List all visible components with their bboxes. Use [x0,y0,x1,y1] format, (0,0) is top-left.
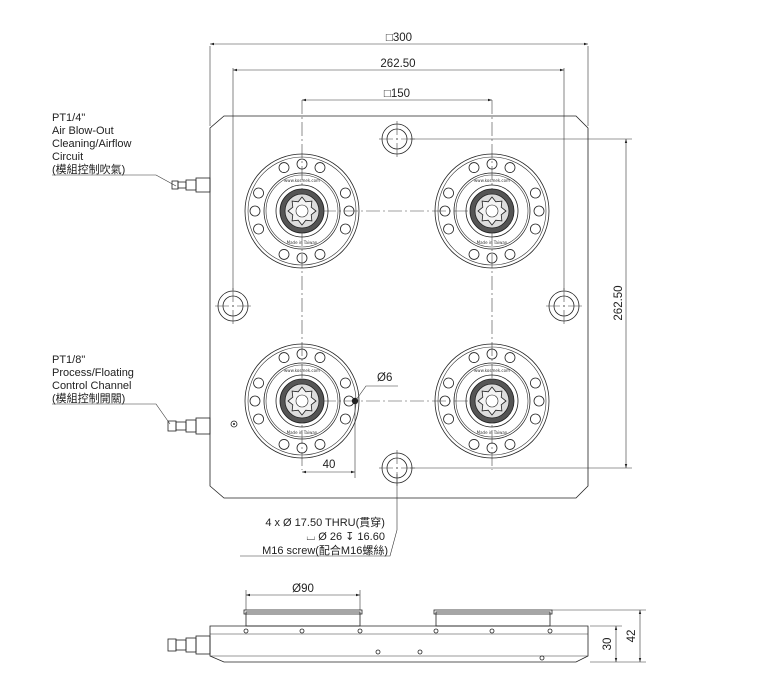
side-holes [243,628,553,661]
callout-mounting: 4 x Ø 17.50 THRU(貫穿) ⌴ Ø 26 ↧ 16.60 M16 … [262,515,388,557]
dim-height-body: 30 [602,638,614,651]
side-hole [433,628,439,634]
mounting-hole [546,288,582,324]
side-flange-right [435,611,551,627]
dim-height-total: 42 [626,630,638,643]
side-hole [547,628,553,634]
mounting-hole [215,288,251,324]
mounting-hole [379,121,415,157]
leader-pin [355,385,398,401]
side-body [209,625,589,663]
mounting-holes [215,121,582,486]
dim-pin-offset: 40 [323,459,336,471]
svg-text:www.kosmek.com: www.kosmek.com [284,368,320,373]
dim-module-spacing: □150 [384,88,410,100]
side-hole [375,649,381,655]
callout-process: PT1/8" Process/Floating Control Channel … [52,354,137,405]
side-flange-left [245,611,361,627]
side-view: Ø90 30 42 [167,583,646,663]
side-hole [299,628,305,634]
side-hole [417,649,423,655]
air-fitting-top [171,177,211,193]
leader-air-blow [52,174,177,187]
side-hole [539,655,545,661]
dim-flange-diameter: Ø90 [292,583,314,595]
side-flange-right-top [433,609,553,615]
side-fitting [167,635,211,655]
side-flange-left-top [243,609,363,615]
side-hole [489,628,495,634]
dim-pin-diameter: Ø6 [377,372,392,384]
svg-text:www.kosmek.com: www.kosmek.com [474,178,510,183]
base-plate [209,115,589,499]
svg-text:www.kosmek.com: www.kosmek.com [284,178,320,183]
side-hole [243,628,249,634]
svg-text:Made in Taiwan: Made in Taiwan [287,240,318,245]
leader-process [52,403,171,425]
dim-vertical-spacing: 262.50 [613,285,625,320]
svg-text:Made in Taiwan: Made in Taiwan [477,430,508,435]
dim-bolt-spacing: 262.50 [380,58,415,70]
dim-overall-square: □300 [386,32,412,44]
air-fitting-bottom [167,417,211,435]
reference-hole-center [233,423,235,425]
svg-text:Made in Taiwan: Made in Taiwan [287,430,318,435]
leader-mounting [240,474,398,557]
callout-air-blow: PT1/4" Air Blow-Out Cleaning/Airflow Cir… [52,112,135,176]
svg-text:www.kosmek.com: www.kosmek.com [474,368,510,373]
reference-hole [230,420,238,428]
svg-text:Made in Taiwan: Made in Taiwan [477,240,508,245]
side-hole [357,628,363,634]
